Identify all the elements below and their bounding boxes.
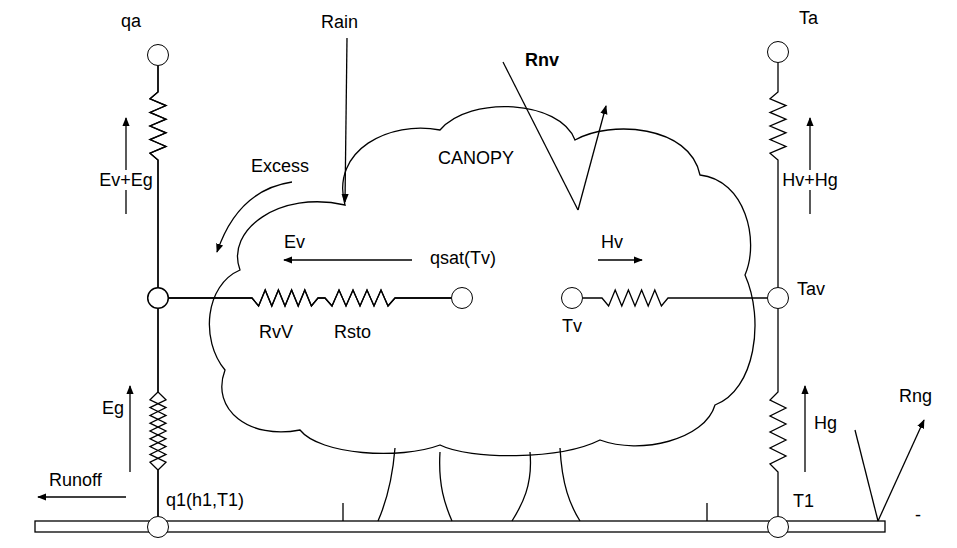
node-label: T1 [792,491,815,511]
state-node: Tav [767,287,789,309]
ground-tick [342,503,343,521]
resistance-label: Rsto [333,322,372,342]
resistor-wire [583,290,767,306]
node-label: qsat(Tv) [429,248,497,268]
node-label: qa [120,11,142,31]
node-label: Ta [798,8,819,28]
flux-label: Ev [283,232,306,252]
resistance-label: RvV [258,322,294,342]
state-node: Tv [561,287,583,309]
resistor-wire [770,309,786,516]
flux-arrow [129,386,130,472]
radiation-ray [855,430,878,521]
runoff-arrow [38,496,126,497]
state-node: q1(h1,T1) [147,516,169,538]
flux-label: Ev+Eg [98,170,154,190]
node-label: Tv [561,316,583,336]
excess-label: Excess [250,156,310,176]
trunk-line [378,448,395,521]
flux-label: Hg [813,413,838,433]
resistor-wire [150,66,451,306]
ground-tick [706,503,707,521]
rain-label: Rain [320,12,359,32]
trunk-line [440,452,452,521]
radiation-ray [503,62,578,210]
flux-arrow [598,259,642,260]
runoff-label: Runoff [48,470,103,490]
connector-group [150,63,786,516]
canopy-cloud [209,107,755,456]
rain-arrow [345,38,347,202]
flux-arrow [809,118,810,214]
radiation-label: Rng [898,386,933,406]
state-node: qsat(Tv) [451,287,473,309]
radiation-label: Rnv [524,50,560,70]
canopy-outline: CANOPY qsat(Tv) Tv [215,95,765,467]
flux-label: Eg [101,398,125,418]
state-node: Ta [767,41,789,63]
node-label: Tav [796,279,826,299]
state-node: T1 [767,516,789,538]
resistor-wire [150,290,451,516]
tick-label: - [914,505,922,525]
flux-arrow [804,386,805,472]
flux-arrow [125,118,126,214]
flux-label: Hv [600,232,624,252]
node-label: q1(h1,T1) [165,490,245,510]
trunk-line [512,452,531,521]
trunk-line [560,448,580,521]
flux-label: Hv+Hg [781,170,839,190]
radiation-arrow [578,106,606,210]
junction-node [148,288,169,309]
node-label: CANOPY [437,148,515,168]
excess-arrow [217,182,292,252]
state-node: qa [147,44,169,66]
flux-arrow [284,259,412,260]
